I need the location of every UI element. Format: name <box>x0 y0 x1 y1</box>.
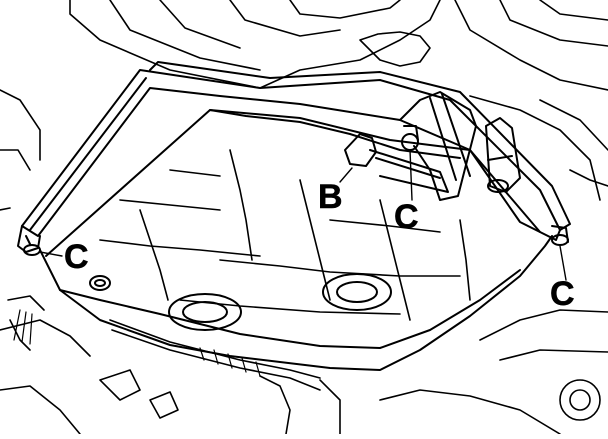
callout-b: B <box>318 178 343 216</box>
leader-lines <box>39 149 567 281</box>
callout-c-left: C <box>64 238 89 276</box>
sensor-and-bolts <box>23 91 569 256</box>
engine-block-background <box>0 0 608 211</box>
lower-components <box>0 295 608 435</box>
callout-c-center: C <box>394 198 419 236</box>
callout-c-right: C <box>550 275 575 313</box>
